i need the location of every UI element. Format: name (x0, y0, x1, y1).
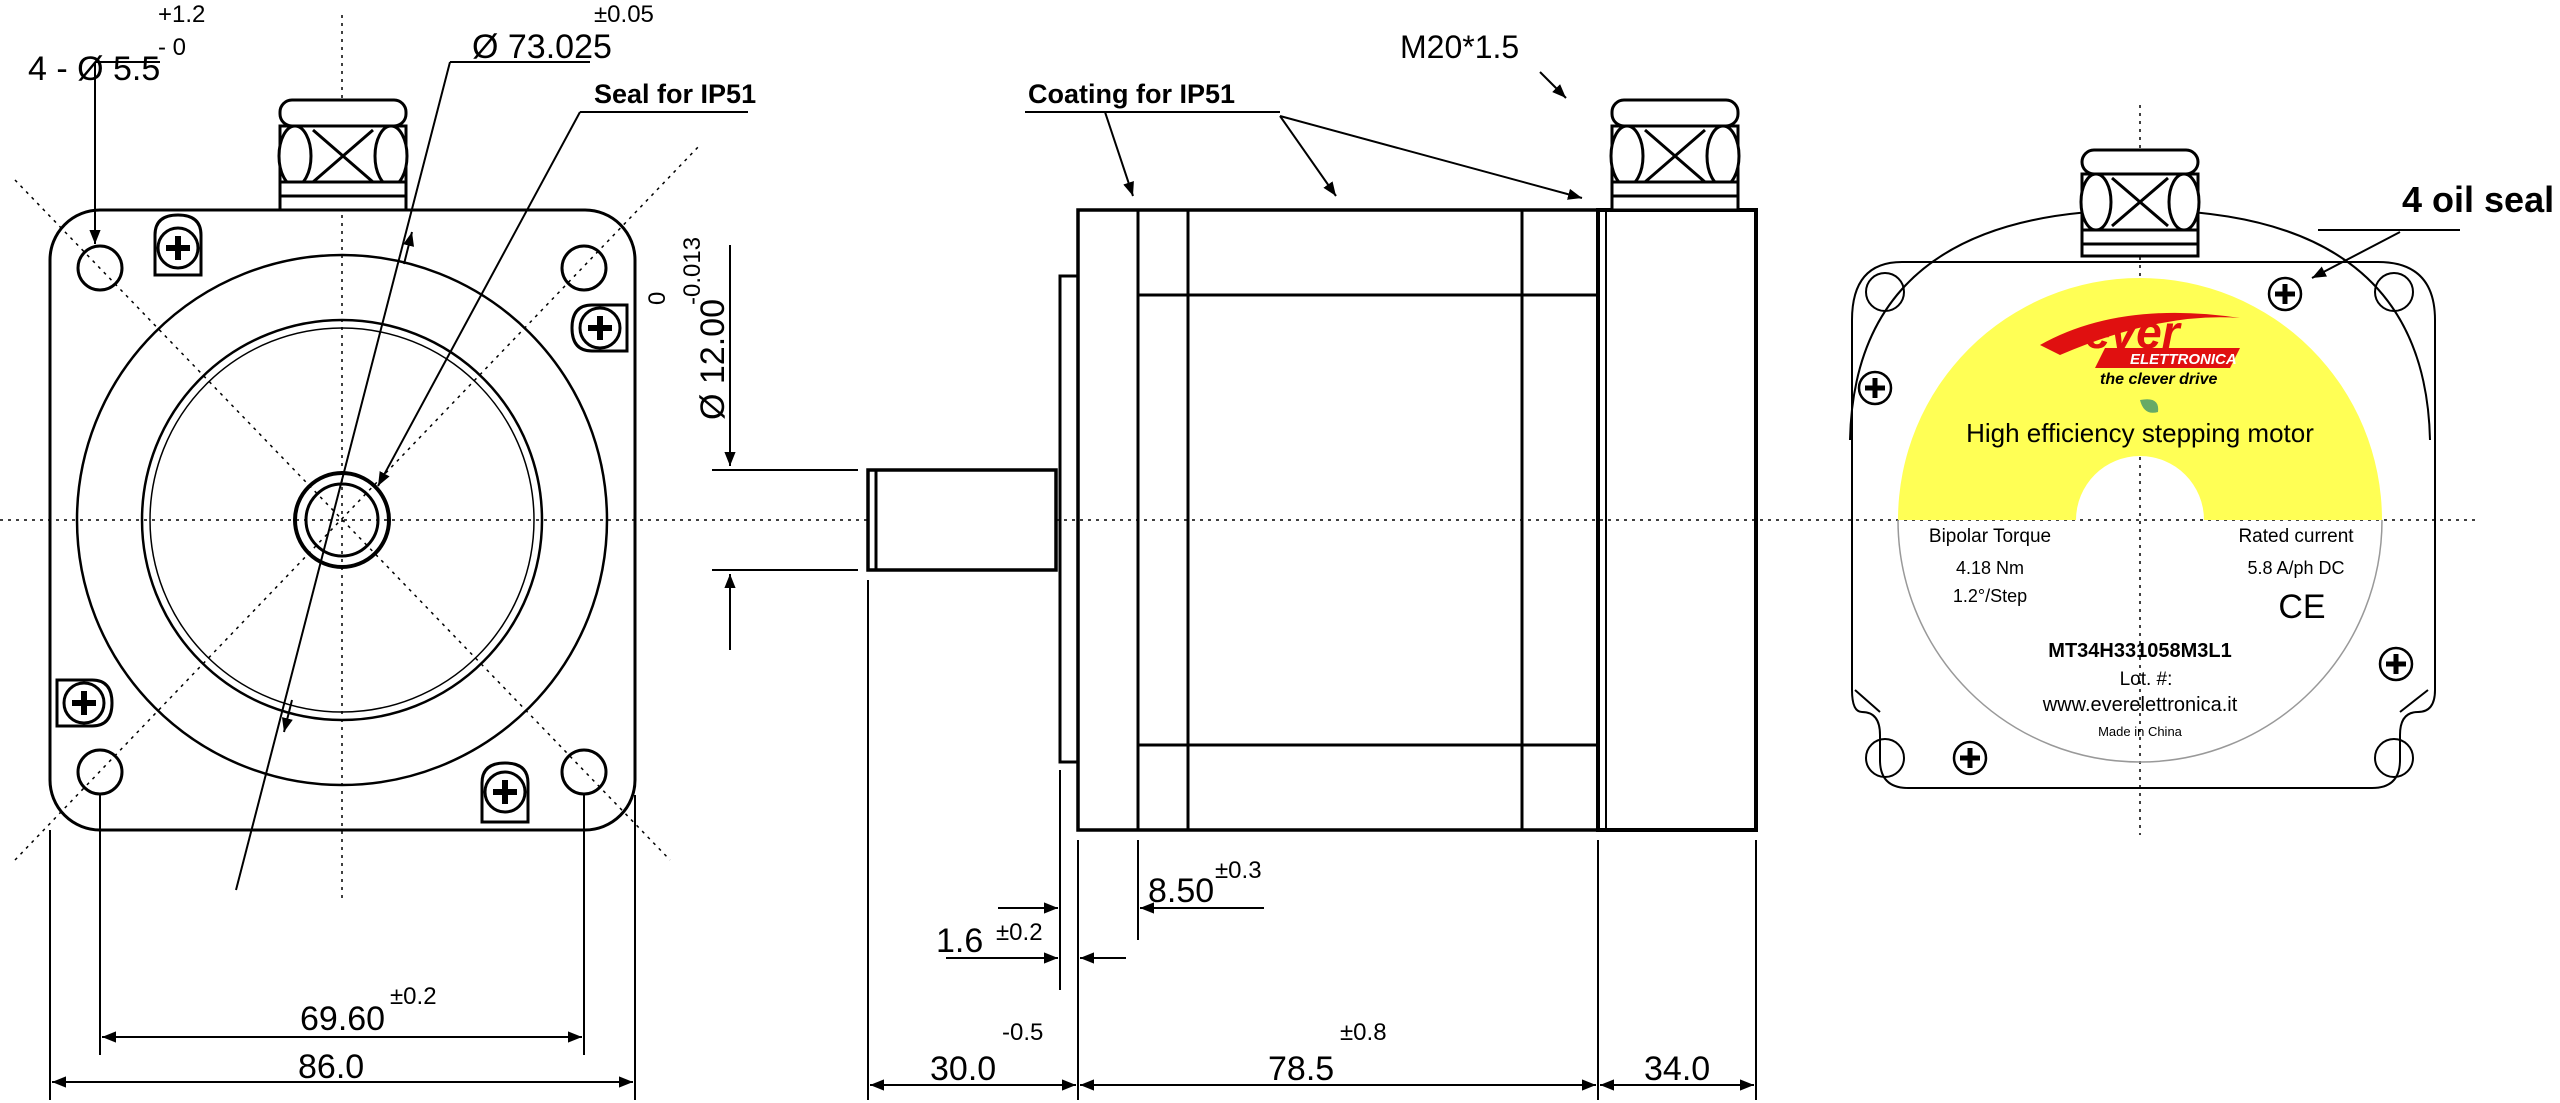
rear-cap (1596, 208, 1758, 832)
boss-depth-tol: ±0.3 (1215, 857, 1262, 884)
cable-gland (2079, 148, 2201, 258)
screw-icon (570, 303, 629, 353)
oil-seal-label: 4 oil seal (2402, 179, 2554, 220)
front-dimensions (49, 61, 748, 1100)
cable-gland (1609, 98, 1741, 212)
front-shaft-outer (293, 471, 391, 569)
screw-icon (55, 678, 114, 728)
rear-mount-hole (1865, 738, 1905, 778)
side-view (866, 98, 1758, 832)
pilot-tol: ±0.05 (594, 1, 654, 28)
brand-logo-swoosh (2040, 312, 2240, 355)
mount-hole (76, 748, 124, 796)
model-number: MT34H331058M3L1 (2048, 640, 2231, 662)
rear-mount-hole (2374, 272, 2414, 312)
front-shaft (304, 482, 380, 558)
lot-label: Lot. #: (2120, 669, 2173, 690)
rear-mount-hole (2374, 738, 2414, 778)
hole-tol-plus: +1.2 (158, 1, 205, 28)
flange-width: 86.0 (298, 1048, 364, 1086)
hole-spacing: 69.60 (300, 1000, 385, 1038)
hole-spacing-tol: ±0.2 (390, 983, 437, 1010)
rear-mount-hole (1865, 272, 1905, 312)
pilot-dia: Ø 73.025 (472, 28, 612, 66)
shaft-tol-upper: 0 (644, 292, 671, 305)
shaft-tol-lower: -0.013 (679, 237, 706, 305)
mount-hole (560, 244, 608, 292)
mount-hole (560, 748, 608, 796)
boss-depth: 8.50 (1148, 872, 1214, 910)
hole-callout: 4 - Ø 5.5 (28, 50, 160, 88)
pilot-boss (1058, 274, 1080, 764)
origin: Made in China (2098, 724, 2183, 739)
coating-label: Coating for IP51 (1028, 79, 1235, 109)
current-value: 5.8 A/ph DC (2247, 558, 2344, 578)
brand-badge (2095, 348, 2240, 368)
current-label: Rated current (2238, 526, 2354, 547)
shaft (866, 468, 1058, 572)
cable-gland (277, 98, 409, 212)
flange-thk-tol: ±0.2 (996, 919, 1043, 946)
body-len-tol: ±0.8 (1340, 1019, 1387, 1046)
ce-mark: CE (2278, 588, 2325, 626)
seal-label: Seal for IP51 (594, 79, 756, 109)
rear-view (1849, 148, 2460, 789)
brand-sub: ELETTRONICA (2130, 351, 2237, 368)
front-outer-ring (75, 253, 609, 787)
leaf-icon (2140, 399, 2159, 413)
thread-label: M20*1.5 (1400, 29, 1519, 65)
headline: High efficiency stepping motor (1966, 418, 2314, 448)
front-view (48, 98, 637, 832)
tagline: the clever drive (2100, 371, 2218, 388)
brand-main: ever (2085, 306, 2182, 358)
shaft-dia: Ø 12.00 (694, 299, 732, 420)
rear-label-outline (1897, 519, 2383, 763)
rear-yellow-label (1898, 278, 2382, 520)
torque-value: 4.18 Nm (1956, 558, 2024, 578)
text-labels: 4 - Ø 5.5 +1.2 - 0 Ø 73.025 ±0.05 Seal f… (28, 1, 2554, 1088)
torque-label: Bipolar Torque (1929, 526, 2051, 547)
website: www.everelettronica.it (2042, 694, 2238, 716)
screw-icon (1857, 276, 2414, 776)
flange-thk: 1.6 (936, 922, 983, 960)
hole-tol-minus: - 0 (158, 34, 186, 61)
shaft-len: 30.0 (930, 1050, 996, 1088)
body-len: 78.5 (1268, 1050, 1334, 1088)
screw-icon (480, 761, 530, 824)
shaft-len-tol: -0.5 (1002, 1019, 1043, 1046)
front-pilot-ring (140, 318, 544, 722)
cap-len: 34.0 (1644, 1050, 1710, 1088)
mount-hole (76, 244, 124, 292)
screw-icon (153, 213, 203, 277)
step-angle: 1.2°/Step (1953, 586, 2027, 606)
side-dimensions (712, 71, 1757, 1100)
rear-housing (1851, 261, 2436, 789)
